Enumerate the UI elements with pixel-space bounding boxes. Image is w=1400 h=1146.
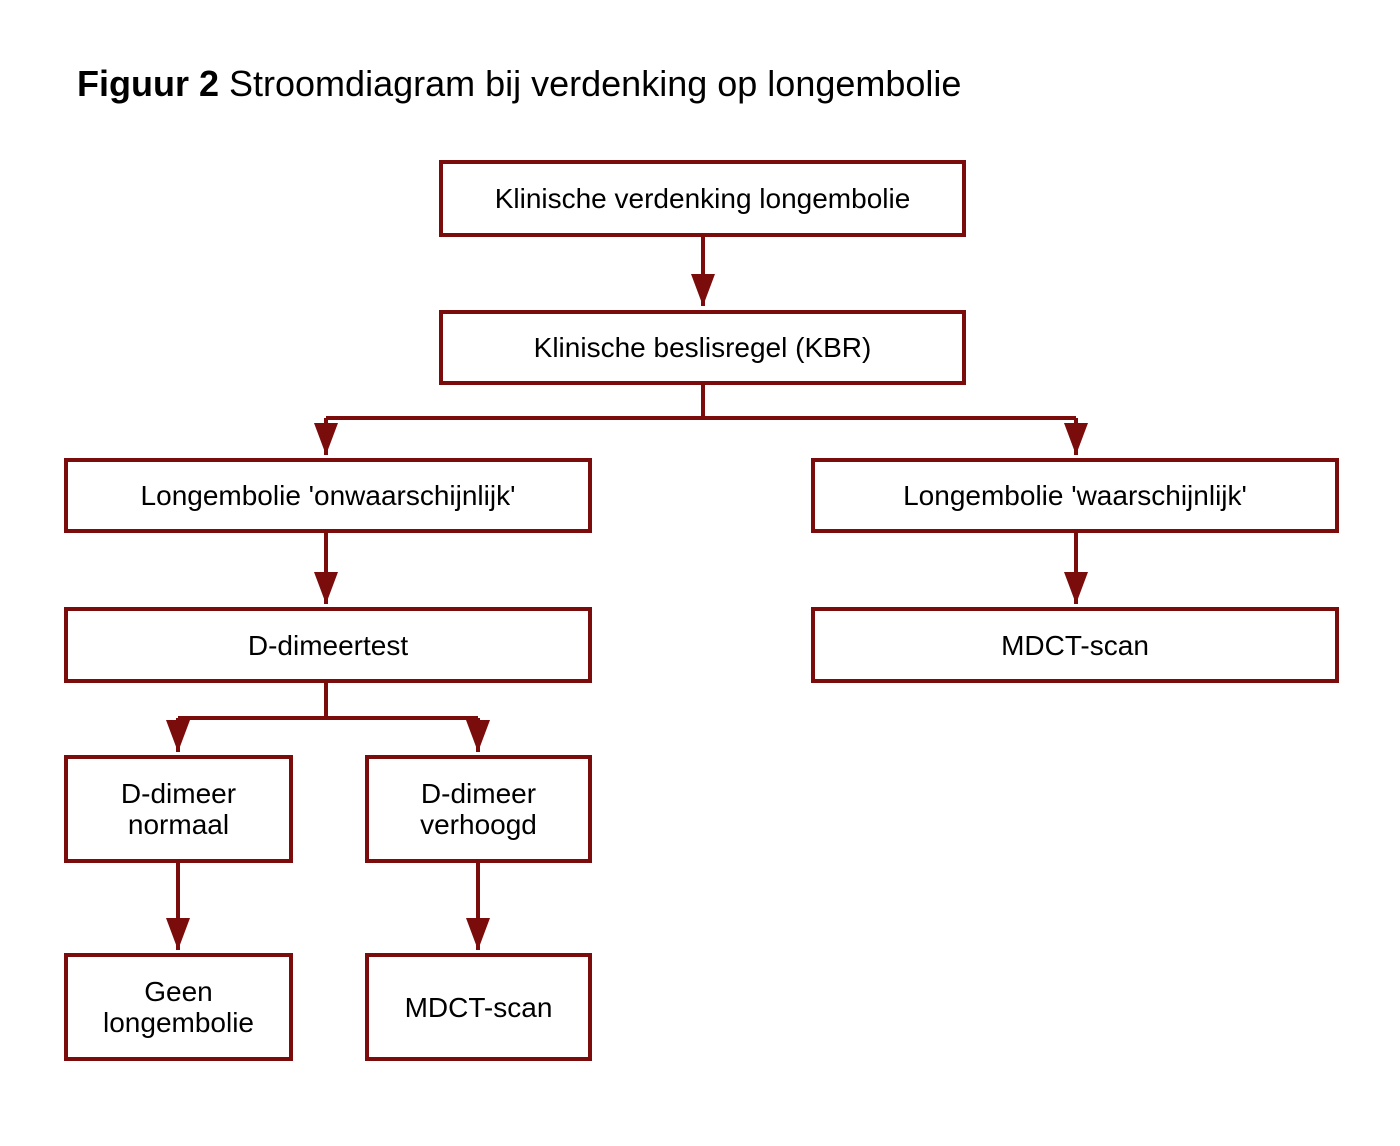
node-d-dimer-elevated: D-dimeer verhoogd bbox=[365, 755, 592, 863]
node-d-dimer-test-text: D-dimeertest bbox=[247, 629, 409, 661]
node-d-dimer-normal-line-2: normaal bbox=[127, 809, 230, 840]
node-d-dimer-elevated-line-1: D-dimeer bbox=[420, 778, 537, 809]
node-d-dimer-normal-line-1: D-dimeer bbox=[120, 778, 237, 809]
node-clinical-suspicion: Klinische verdenking longembolie bbox=[439, 160, 966, 237]
node-d-dimer-normal: D-dimeer normaal bbox=[64, 755, 293, 863]
node-no-embolism-line-1: Geen bbox=[144, 976, 213, 1007]
node-clinical-suspicion-text: Klinische verdenking longembolie bbox=[494, 183, 911, 214]
figure-title-text: Stroomdiagram bij verdenking op longembo… bbox=[229, 63, 962, 104]
node-embolism-unlikely-text: Longembolie 'onwaarschijnlijk' bbox=[140, 480, 516, 511]
node-no-embolism-line-2: longembolie bbox=[103, 1007, 254, 1038]
node-clinical-decision-rule-text: Klinische beslisregel (KBR) bbox=[533, 332, 872, 363]
node-mdct-scan-elevated-text: MDCT-scan bbox=[404, 991, 553, 1023]
node-embolism-likely-text: Longembolie 'waarschijnlijk' bbox=[903, 480, 1247, 511]
node-embolism-unlikely: Longembolie 'onwaarschijnlijk' bbox=[64, 458, 592, 533]
figure-label: Figuur 2 bbox=[77, 63, 219, 104]
figure-title: Figuur 2 Stroomdiagram bij verdenking op… bbox=[77, 62, 961, 106]
node-embolism-likely: Longembolie 'waarschijnlijk' bbox=[811, 458, 1339, 533]
node-d-dimer-test: D-dimeertest bbox=[64, 607, 592, 683]
node-mdct-scan-likely: MDCT-scan bbox=[811, 607, 1339, 683]
node-d-dimer-elevated-line-2: verhoogd bbox=[420, 809, 537, 840]
node-mdct-scan-likely-text: MDCT-scan bbox=[1001, 629, 1149, 661]
node-no-embolism: Geen longembolie bbox=[64, 953, 293, 1061]
node-mdct-scan-elevated: MDCT-scan bbox=[365, 953, 592, 1061]
node-clinical-decision-rule: Klinische beslisregel (KBR) bbox=[439, 310, 966, 385]
